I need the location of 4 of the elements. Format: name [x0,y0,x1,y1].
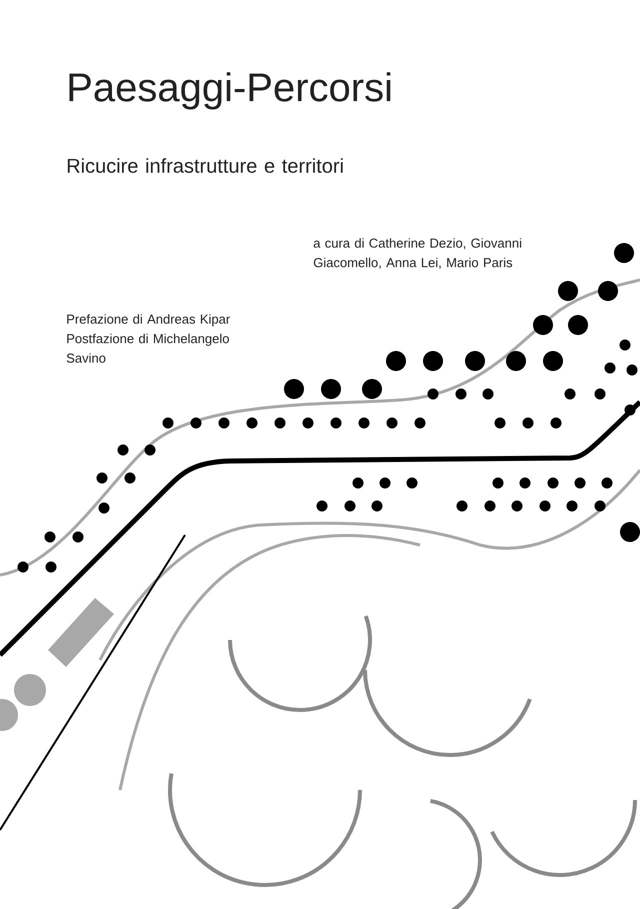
editors-text: a cura di Catherine Dezio, Giovanni Giacomello, Anna Lei, Mario Paris [314,238,522,269]
preface-text: Prefazione di Andreas Kipar Postfazione di Michelangelo Savino [66,314,230,363]
subtitle: Ricucire infrastrutture e territori [68,158,343,173]
book-title: Paesaggi-Percorsi [69,72,390,110]
